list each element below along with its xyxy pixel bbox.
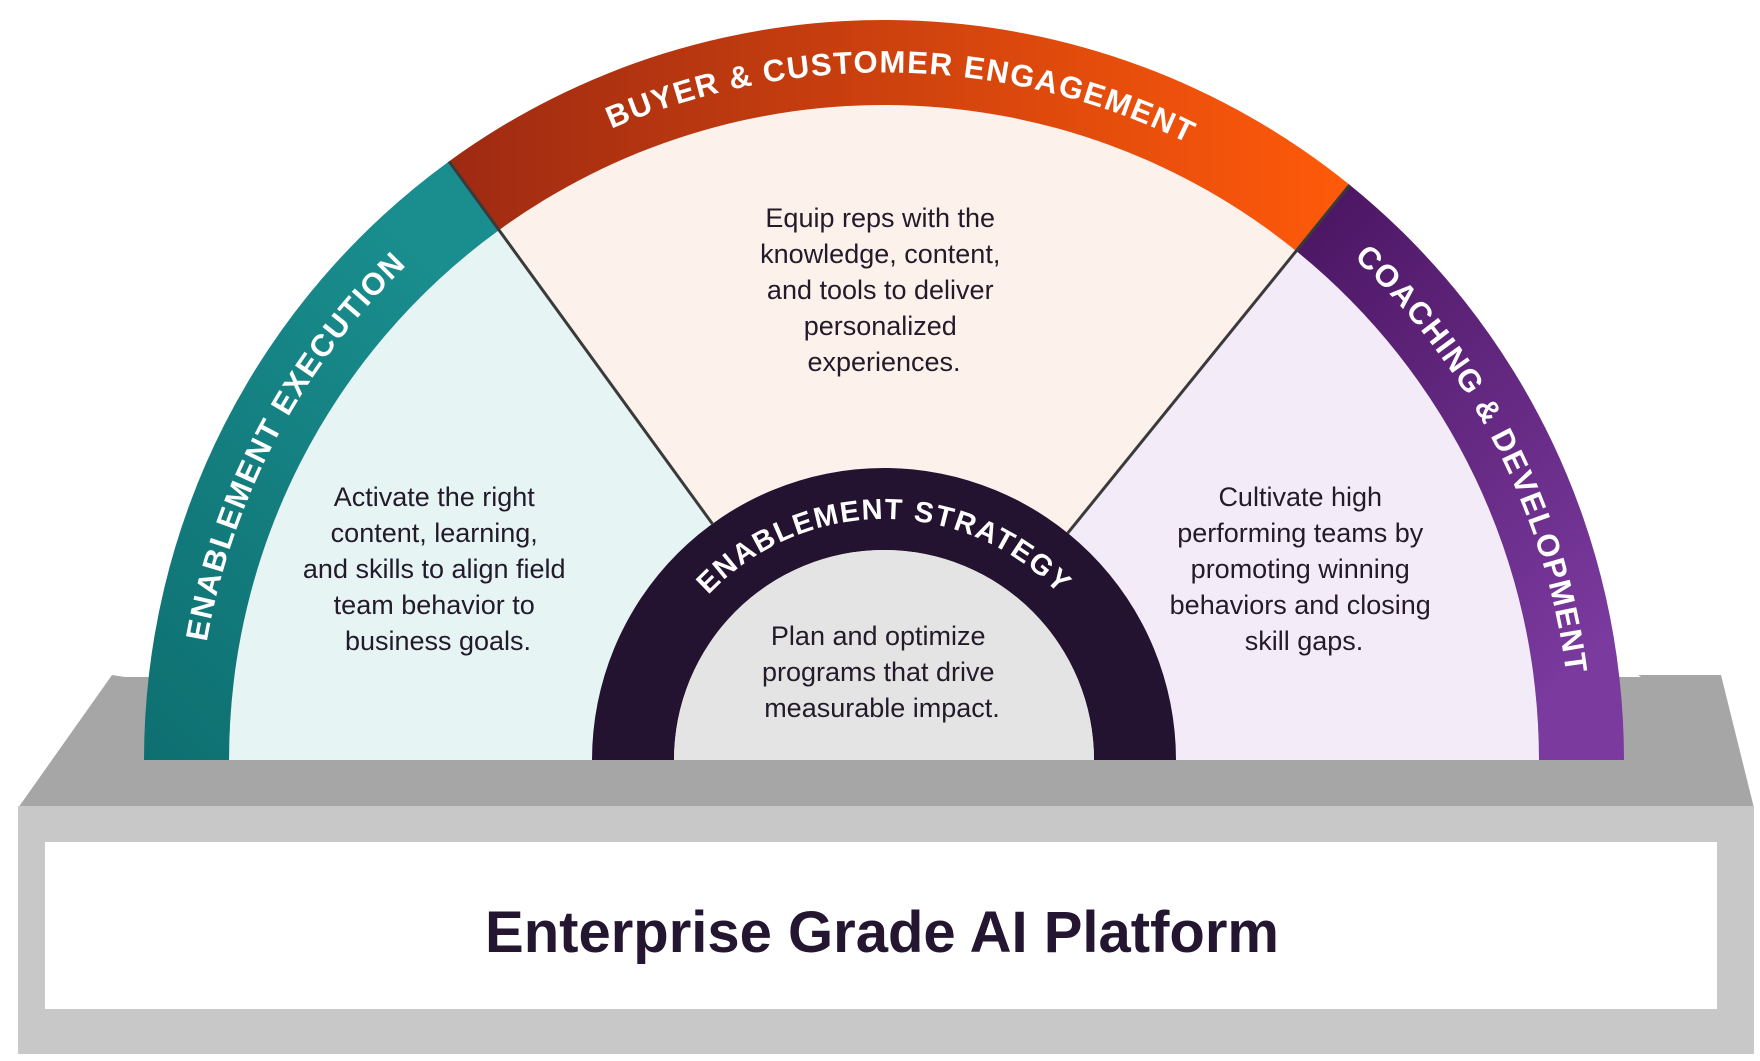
- band-coaching-development: [1296, 184, 1624, 760]
- platform-face: [45, 842, 1717, 1009]
- platform-label: Enterprise Grade AI Platform: [485, 900, 1279, 965]
- band-enablement-execution: [144, 161, 500, 761]
- enablement-strategy-description: Plan and optimize programs that drive me…: [762, 621, 1002, 723]
- sector-buyer-customer-engagement: [499, 104, 1297, 760]
- buyer-customer-engagement-description: Equip reps with the knowledge, content, …: [760, 203, 1008, 377]
- coaching-development-description: Cultivate high performing teams by promo…: [1170, 482, 1439, 656]
- platform-base: [18, 675, 1754, 1054]
- center-hub: [592, 468, 1176, 760]
- divider-line-right: [1066, 183, 1351, 535]
- enablement-execution-description: Activate the right content, learning, an…: [303, 482, 573, 656]
- enablement-strategy-core: [674, 550, 1094, 760]
- band-buyer-customer-engagement: [449, 19, 1350, 251]
- enablement-strategy-ring: [592, 468, 1176, 760]
- divider-line-left: [447, 160, 714, 525]
